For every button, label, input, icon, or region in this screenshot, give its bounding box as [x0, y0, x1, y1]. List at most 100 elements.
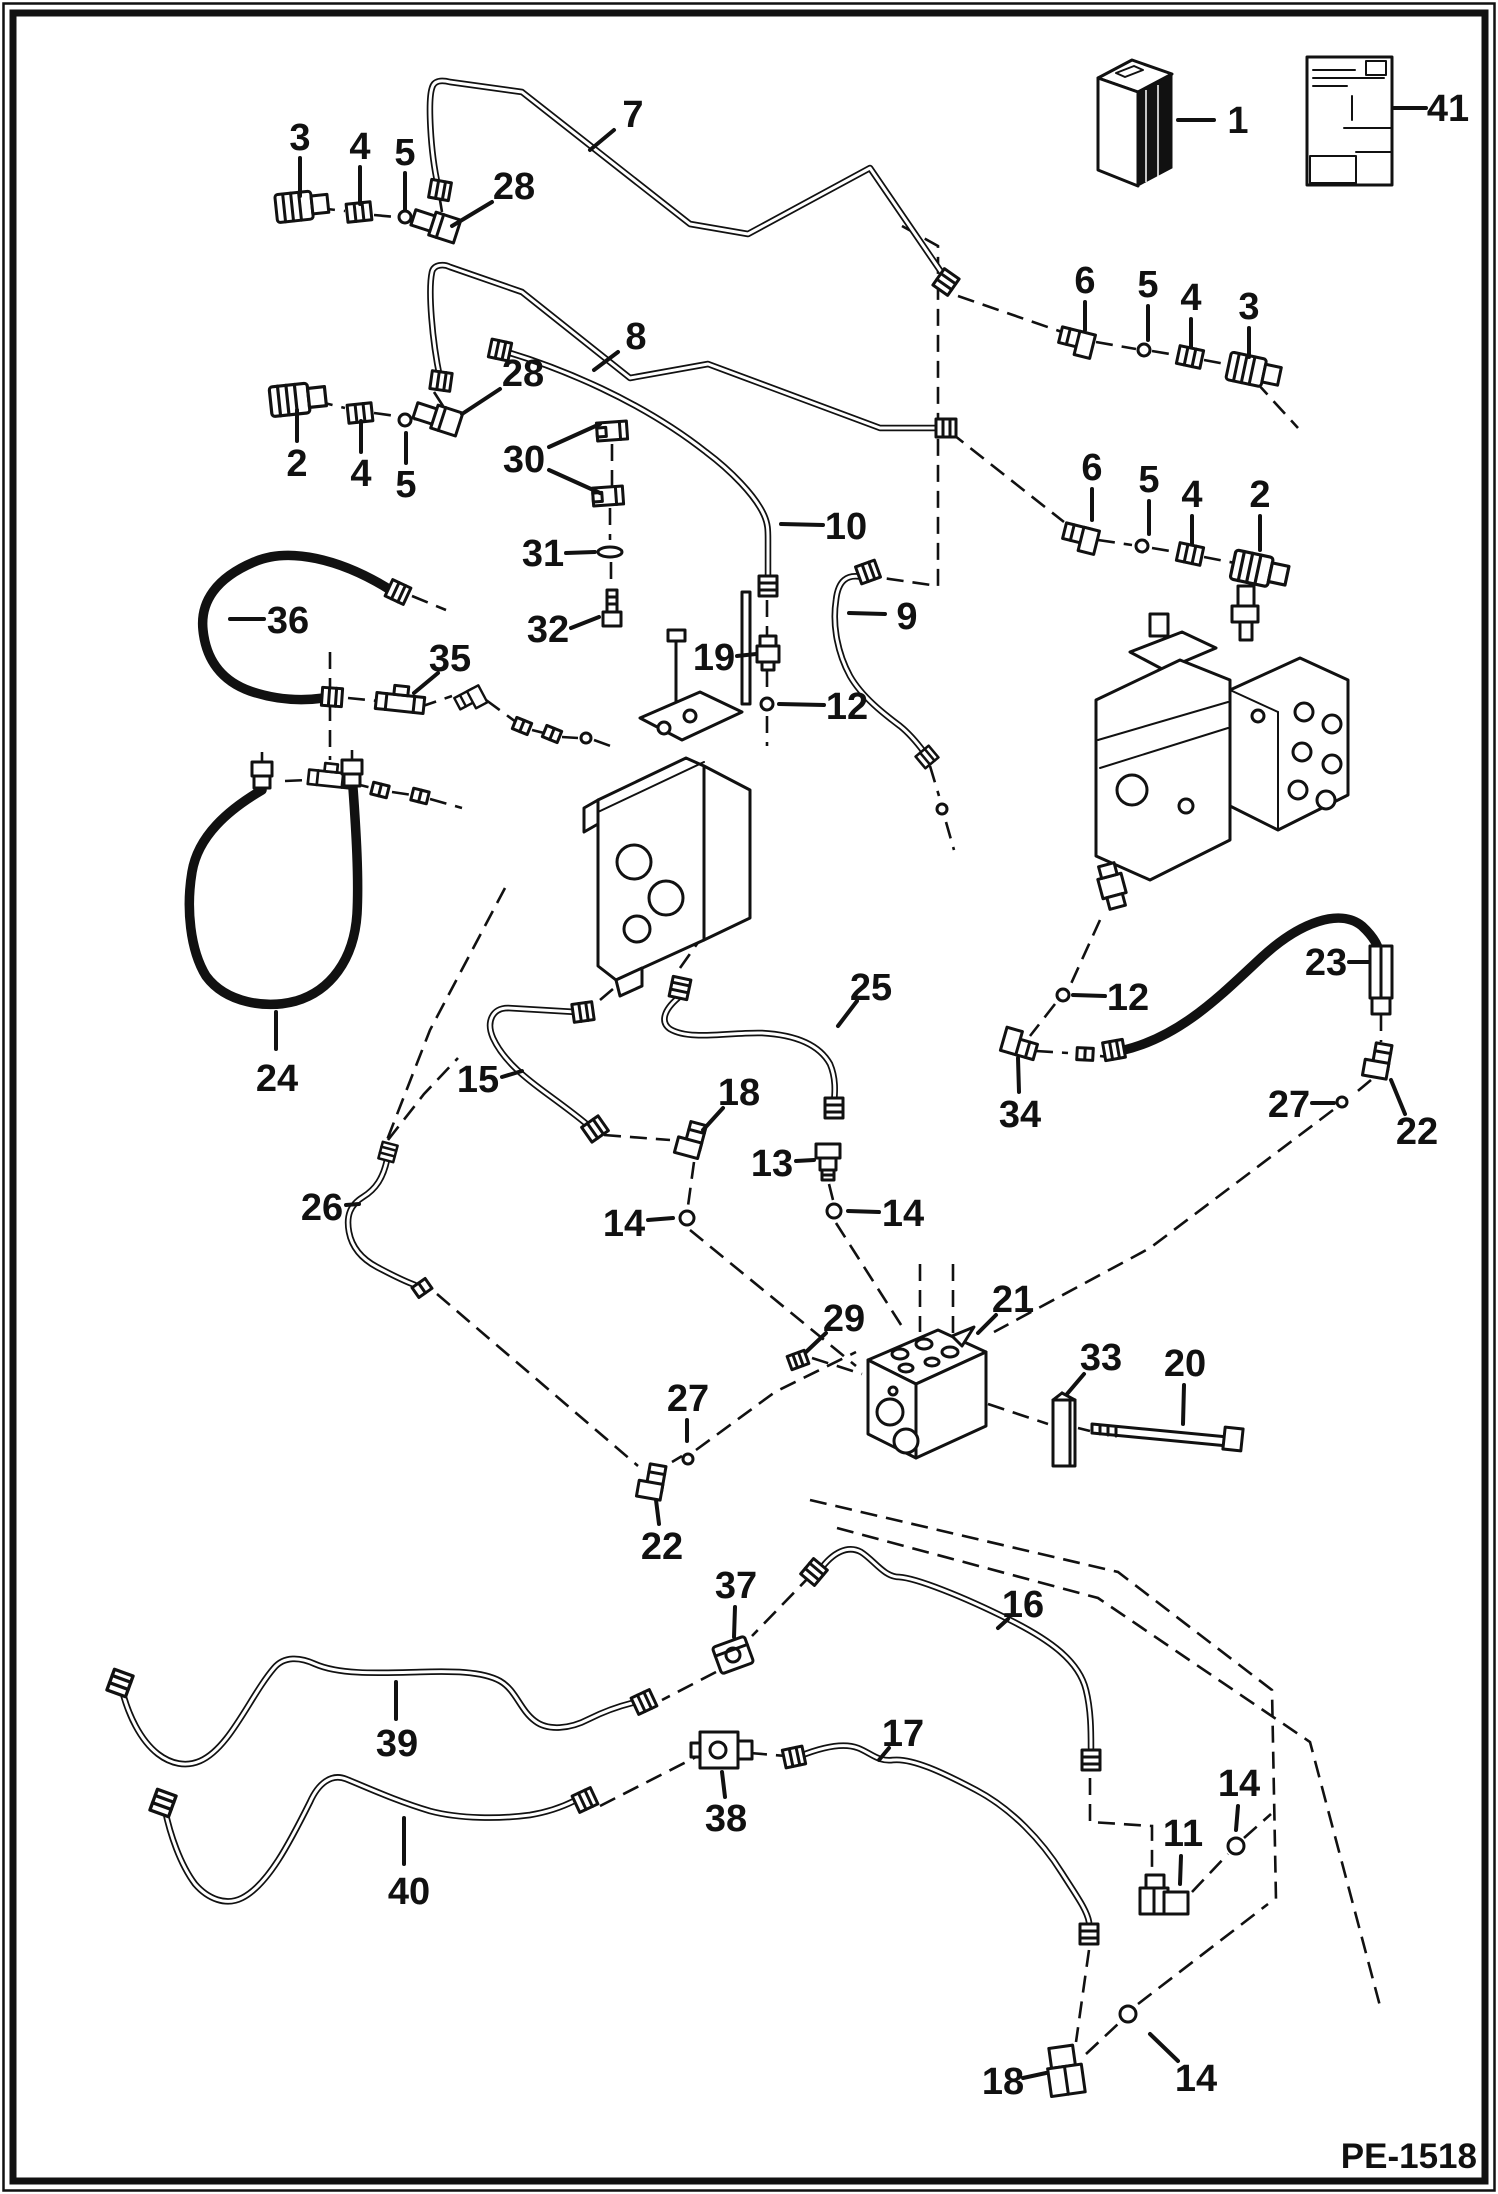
steel-tubes [118, 77, 1095, 1926]
tube-8-nut [934, 417, 958, 439]
callout-15: 15 [457, 1059, 499, 1101]
adapter-4 [1174, 344, 1206, 370]
callout-14: 14 [1175, 2058, 1217, 2100]
gear-pump-block [1228, 656, 1350, 832]
block-port [940, 1345, 960, 1359]
callout-leader-15 [500, 1069, 524, 1079]
inline-fitting [409, 786, 431, 806]
callout-12: 12 [826, 686, 868, 728]
block-port [897, 1362, 915, 1374]
valve-edge [597, 761, 705, 813]
pump-port [1321, 713, 1343, 735]
callout-28: 28 [502, 353, 544, 395]
callout-leader-17 [877, 1746, 891, 1762]
callout-leader-9 [847, 611, 887, 616]
callout-3: 3 [1238, 286, 1259, 328]
inline-fitting [510, 715, 534, 737]
inner-border [9, 9, 1489, 2185]
hose-24 [184, 783, 363, 1010]
hose-36-nut [383, 578, 413, 606]
callout-1: 1 [1227, 100, 1248, 142]
o-ring-12 [1055, 987, 1071, 1003]
inline-fitting [1075, 1046, 1095, 1062]
valve-port [647, 879, 685, 917]
assembly-dashed-lines [260, 199, 1383, 2055]
block-port [887, 1385, 899, 1397]
valve-port [656, 720, 672, 736]
o-ring-5 [397, 209, 413, 225]
tube-16 [816, 1546, 1095, 1752]
callout-27: 27 [667, 1378, 709, 1420]
tube-25-nut [823, 1096, 845, 1120]
callout-24: 24 [256, 1058, 298, 1100]
callout-33: 33 [1080, 1337, 1122, 1379]
pump-boss [1115, 773, 1149, 807]
callout-4: 4 [350, 453, 371, 495]
block-port [890, 1347, 910, 1361]
callout-leader-14 [846, 1209, 881, 1214]
callout-5: 5 [1138, 459, 1159, 501]
tube-17 [796, 1742, 1093, 1926]
hose-23-nut [1101, 1037, 1127, 1063]
o-ring-12 [759, 696, 775, 712]
callout-41: 41 [1427, 88, 1469, 130]
pump-cap-port [1148, 612, 1170, 638]
pump-inlet-fitting [1096, 861, 1128, 911]
callout-leader-8 [592, 350, 620, 372]
hose-23 [1115, 913, 1385, 1056]
callout-22: 22 [1396, 1111, 1438, 1153]
hose-36-nut [319, 685, 345, 709]
valve-port [622, 914, 652, 944]
coupler-3 [1224, 350, 1284, 392]
callout-leader-14 [646, 1216, 675, 1222]
spacer-33 [1051, 1391, 1077, 1468]
pump-cap [1128, 630, 1218, 672]
valve-port [682, 708, 698, 724]
o-ring-27 [681, 1452, 695, 1466]
o-ring [935, 802, 949, 816]
callout-6: 6 [1074, 260, 1095, 302]
callout-leader-21 [976, 1313, 998, 1335]
callout-30: 30 [503, 439, 545, 481]
callout-leader-14 [1148, 2032, 1180, 2063]
callout-leader-22 [654, 1498, 661, 1526]
tube-40 [161, 1774, 578, 1905]
o-ring-14 [1226, 1836, 1246, 1856]
fitting-38 [689, 1730, 754, 1770]
callout-leader-26 [344, 1202, 361, 1207]
callout-leader-18 [701, 1106, 725, 1132]
block-port [923, 1356, 941, 1368]
block-port [914, 1337, 934, 1351]
callout-40: 40 [388, 1871, 430, 1913]
callout-leader-28 [460, 387, 502, 416]
o-ring-5 [1136, 342, 1152, 358]
valve-rod [740, 590, 752, 706]
elbow-22 [1360, 1039, 1394, 1081]
callout-20: 20 [1164, 1343, 1206, 1385]
callout-3: 3 [289, 117, 310, 159]
bolt-20 [1090, 1422, 1245, 1453]
inline-fitting [540, 723, 564, 745]
valve-spool-top [666, 628, 687, 643]
callout-5: 5 [1137, 264, 1158, 306]
callout-leader-10 [779, 522, 825, 527]
elbow-18 [1046, 2043, 1087, 2099]
pump-body [1094, 658, 1232, 882]
hydrostatic-pump [1094, 584, 1350, 882]
callout-leader-38 [720, 1770, 727, 1799]
callout-25: 25 [850, 967, 892, 1009]
callout-39: 39 [376, 1723, 418, 1765]
nut-29 [785, 1348, 811, 1372]
valve-tab [614, 966, 644, 998]
tube-17-nut [780, 1744, 808, 1770]
callout-34: 34 [999, 1094, 1041, 1136]
callout-35: 35 [429, 638, 471, 680]
callout-26: 26 [301, 1187, 343, 1229]
callout-16: 16 [1002, 1584, 1044, 1626]
tube-25-nut [667, 974, 693, 1002]
drawing-number: PE-1518 [1341, 2137, 1477, 2176]
elbow-6 [1055, 325, 1097, 360]
